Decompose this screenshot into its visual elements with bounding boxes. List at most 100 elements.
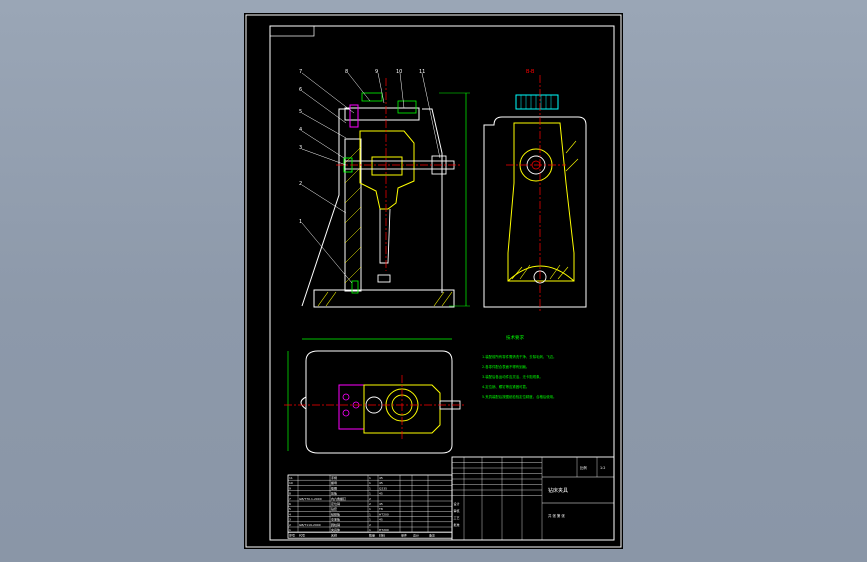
top-slot	[300, 396, 307, 410]
balloon-label: 8	[345, 69, 348, 75]
parts-cell: 2	[369, 502, 371, 506]
balloon-labels: 7 8 9 10 11 6 5 4 3 2 1	[299, 69, 425, 225]
parts-cell: 1	[369, 507, 371, 511]
parts-cell: 45	[379, 502, 383, 506]
side-arc	[507, 265, 575, 282]
parts-cell: 支承板	[331, 517, 340, 522]
parts-cell: 钻模板	[331, 511, 340, 516]
parts-cell: 1	[369, 518, 371, 522]
balloon-label: 7	[299, 69, 302, 75]
clamp-block	[371, 156, 403, 176]
screw-magenta	[349, 104, 359, 128]
parts-cell: 夹具体	[331, 527, 340, 532]
drawing-number-box	[269, 25, 315, 37]
parts-cell: 10	[289, 481, 293, 485]
drawing-sheet[interactable]: 7 8 9 10 11 6 5 4 3 2 1 B-B	[244, 13, 623, 549]
balloon-label: 6	[299, 87, 302, 93]
parts-cell: HT200	[379, 528, 389, 532]
top-clamp	[363, 384, 441, 434]
knurl-lines	[520, 95, 552, 109]
parts-header-cell: 单件	[401, 533, 407, 538]
drawing-title: 钻床夹具	[548, 487, 568, 494]
clamp-body	[359, 130, 415, 210]
parts-cell: 2	[289, 523, 291, 527]
parts-cell: 圆柱销	[331, 522, 340, 527]
balloon-label: 9	[375, 69, 378, 75]
note-line: 2.各零件配合表面不得有划痕。	[482, 364, 529, 369]
technical-notes: 技术要求 1.装配前所有零件需清洗干净，去除毛刺、飞边。 2.各零件配合表面不得…	[482, 334, 556, 399]
parts-cell: 6	[289, 502, 291, 506]
drill-bushing	[361, 92, 383, 102]
bottom-pin	[377, 274, 391, 283]
bushing-green	[397, 100, 417, 114]
parts-cell: 1	[289, 528, 291, 532]
front-view: 7 8 9 10 11 6 5 4 3 2 1	[299, 69, 470, 308]
sign-label: 设计	[454, 501, 460, 506]
parts-cell: 1	[369, 492, 371, 496]
parts-cell: 钻套	[331, 506, 337, 511]
drill-plate	[344, 107, 420, 121]
parts-cell: 45	[379, 518, 383, 522]
outer-border	[245, 14, 622, 548]
body-outline-left	[301, 108, 350, 307]
parts-cell: GB/T119-2000	[299, 523, 321, 527]
note-line: 1.装配前所有零件需清洗干净，去除毛刺、飞边。	[482, 354, 556, 359]
parts-cell: 8	[289, 492, 291, 496]
parts-cell: 7	[289, 497, 291, 501]
parts-cell: 5	[289, 507, 291, 511]
parts-cell: 压板	[331, 491, 337, 496]
parts-cell: 2	[369, 523, 371, 527]
inner-border	[269, 25, 615, 541]
parts-cell: 11	[289, 476, 293, 480]
side-hatch	[511, 140, 579, 280]
parts-cell: 4	[289, 512, 291, 516]
sign-label: 批准	[454, 522, 460, 527]
parts-cell: HT200	[379, 512, 389, 516]
balloon-label: 5	[299, 109, 302, 115]
note-line: 3.装配后各运动件应灵活，无卡阻现象。	[482, 374, 543, 379]
scale-value: 1:2	[600, 466, 605, 470]
scale-label: 比例	[580, 465, 587, 470]
parts-cell: 1	[369, 481, 371, 485]
parts-cell: 2	[369, 497, 371, 501]
parts-cell: 1	[369, 486, 371, 490]
balloon-label: 11	[419, 69, 425, 75]
parts-cell: 45	[379, 476, 383, 480]
sign-label: 工艺	[454, 515, 460, 520]
parts-header-cell: 总计	[413, 533, 419, 538]
top-hole	[342, 393, 350, 401]
parts-cell: 45	[379, 492, 383, 496]
parts-cell: 1	[369, 528, 371, 532]
base-plate	[313, 289, 455, 308]
column-hatch	[344, 146, 362, 284]
title-block-frame	[451, 456, 615, 541]
parts-cell: 定位销	[331, 501, 340, 506]
parts-cell: 1	[369, 476, 371, 480]
parts-cell: GB/T70.1-2000	[299, 497, 322, 501]
locating-pin	[351, 280, 359, 294]
parts-cell: 内六角螺钉	[331, 496, 346, 501]
parts-cell: 螺母	[331, 480, 337, 485]
support-column	[344, 138, 362, 292]
balloon-leaders	[301, 72, 441, 284]
section-label: B-B	[526, 69, 535, 75]
sign-label: 审核	[454, 508, 460, 513]
balloon-label: 10	[396, 69, 402, 75]
parts-cell: 1	[369, 512, 371, 516]
balloon-label: 1	[299, 219, 302, 225]
parts-header-cell: 名称	[331, 533, 337, 538]
top-base-outline	[305, 350, 453, 454]
drawing-canvas: 7 8 9 10 11 6 5 4 3 2 1 B-B	[245, 14, 622, 548]
parts-cell: 45	[379, 481, 383, 485]
parts-cell: 3	[289, 518, 291, 522]
top-hole	[342, 409, 350, 417]
parts-cell: 9	[289, 486, 291, 490]
parts-header-cell: 数量	[369, 533, 375, 538]
side-body	[483, 116, 587, 308]
note-line: 5.夹具装配后按图纸检验定位精度，合格后使用。	[482, 394, 556, 399]
parts-header-cell: 材料	[379, 533, 385, 538]
knurled-knob	[515, 94, 559, 110]
parts-cell: 手柄	[331, 475, 337, 480]
parts-header-cell: 代号	[299, 533, 305, 538]
